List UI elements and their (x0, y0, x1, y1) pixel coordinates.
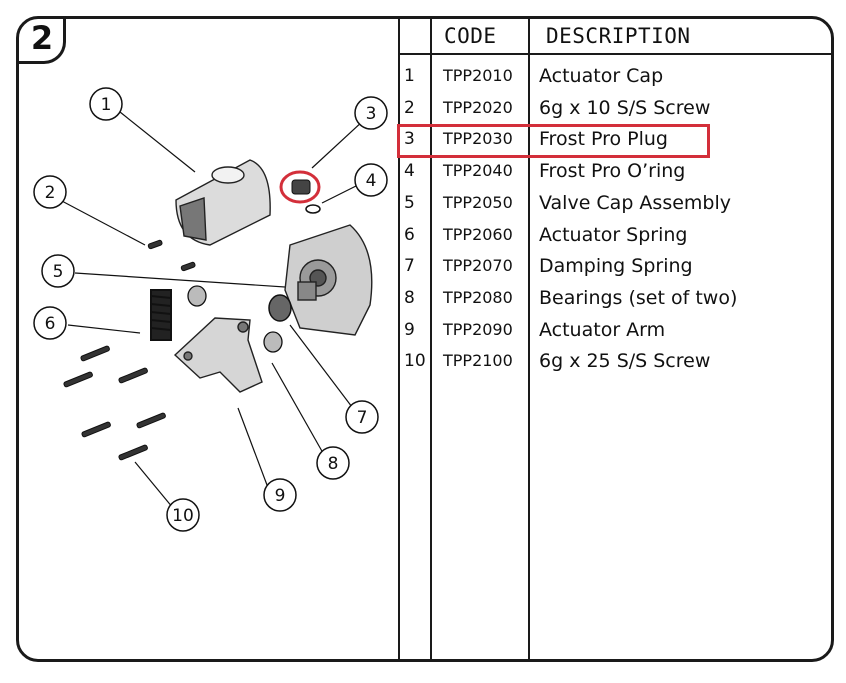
callout-8: 8 (316, 446, 350, 480)
table-row: 5 TPP2050 Valve Cap Assembly (400, 187, 830, 219)
row-description: 6g x 10 S/S Screw (539, 96, 711, 119)
col-header-code: CODE (444, 24, 497, 48)
row-number: 6 (404, 224, 415, 245)
callout-1: 1 (89, 87, 123, 121)
callout-7: 7 (345, 400, 379, 434)
svg-text:6: 6 (45, 314, 56, 334)
callout-9: 9 (263, 478, 297, 512)
table-header-divider (398, 53, 834, 55)
table-row: 7 TPP2070 Damping Spring (400, 250, 830, 282)
table-col-divider-2 (528, 16, 530, 662)
table-row: 3 TPP2030 Frost Pro Plug (400, 123, 830, 155)
table-col-divider-1 (430, 16, 432, 662)
table-row: 10 TPP2100 6g x 25 S/S Screw (400, 345, 830, 377)
row-description: Actuator Arm (539, 318, 666, 341)
actuator-cap-part (175, 159, 271, 246)
row-code: TPP2100 (443, 351, 513, 371)
actuator-spring-part (150, 289, 172, 341)
table-row: 8 TPP2080 Bearings (set of two) (400, 282, 830, 314)
row-code: TPP2060 (443, 224, 513, 244)
row-description: Bearings (set of two) (539, 286, 738, 309)
row-description: 6g x 25 S/S Screw (539, 350, 711, 373)
short-screws-part (147, 239, 196, 272)
table-row: 9 TPP2090 Actuator Arm (400, 314, 830, 346)
actuator-arm-part (173, 317, 263, 393)
callout-6: 6 (33, 306, 67, 340)
damping-spring-part (268, 294, 292, 322)
row-description: Actuator Spring (539, 223, 688, 246)
exploded-parts-diagram: 1 2 3 4 5 6 7 8 9 10 (33, 87, 388, 532)
row-description: Damping Spring (539, 255, 693, 278)
svg-text:9: 9 (275, 486, 286, 506)
table-row: 4 TPP2040 Frost Pro O’ring (400, 155, 830, 187)
svg-text:10: 10 (172, 506, 194, 526)
row-number: 3 (404, 129, 415, 150)
page-frame (16, 16, 834, 662)
row-code: TPP2020 (443, 97, 513, 117)
row-number: 7 (404, 256, 415, 277)
row-code: TPP2090 (443, 319, 513, 339)
row-code: TPP2050 (443, 192, 513, 212)
table-row: 1 TPP2010 Actuator Cap (400, 60, 830, 92)
row-description: Actuator Cap (539, 65, 664, 87)
row-number: 10 (404, 351, 426, 372)
svg-text:7: 7 (357, 408, 368, 428)
valve-cap-assembly-part (284, 224, 373, 336)
svg-text:8: 8 (328, 454, 339, 474)
svg-text:4: 4 (366, 171, 377, 191)
svg-text:3: 3 (366, 104, 377, 124)
table-left-border (398, 16, 400, 662)
row-code: TPP2040 (443, 161, 513, 181)
row-code: TPP2010 (443, 66, 513, 85)
callout-2: 2 (33, 175, 67, 209)
row-code: TPP2070 (443, 256, 513, 276)
frost-pro-oring-part (305, 204, 321, 214)
row-code: TPP2030 (443, 129, 513, 149)
callout-5: 5 (41, 254, 75, 288)
row-number: 2 (404, 97, 415, 118)
callout-3: 3 (354, 96, 388, 130)
row-number: 1 (404, 66, 415, 86)
col-header-description: DESCRIPTION (546, 24, 691, 48)
frost-pro-plug-part (279, 170, 321, 204)
table-row: 6 TPP2060 Actuator Spring (400, 219, 830, 251)
bearings-part (187, 285, 283, 353)
svg-text:2: 2 (45, 183, 56, 203)
row-number: 8 (404, 287, 415, 308)
row-number: 4 (404, 161, 415, 182)
callout-10: 10 (166, 498, 200, 532)
row-description: Frost Pro Plug (539, 128, 668, 151)
row-description: Frost Pro O’ring (539, 160, 686, 183)
callout-4: 4 (354, 163, 388, 197)
highlight-box-row-3 (397, 124, 710, 158)
svg-text:1: 1 (101, 95, 112, 115)
row-number: 5 (404, 192, 415, 213)
row-description: Valve Cap Assembly (539, 191, 732, 214)
page-number-tab (16, 16, 66, 64)
row-code: TPP2080 (443, 287, 513, 307)
table-row: 2 TPP2020 6g x 10 S/S Screw (400, 92, 830, 124)
row-number: 9 (404, 319, 415, 340)
long-screws-part (63, 345, 166, 461)
svg-text:5: 5 (53, 262, 64, 282)
page-number: 2 (30, 19, 54, 57)
